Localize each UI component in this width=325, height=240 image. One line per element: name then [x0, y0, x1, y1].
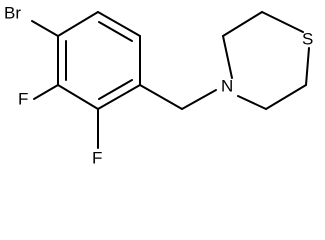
benzene-ring	[57, 11, 141, 110]
atom-label-f1: F	[18, 89, 28, 108]
atom-label-br: Br	[4, 3, 21, 22]
thiomorpholine-ring	[222, 11, 310, 110]
bond-c-f1	[33, 84, 59, 100]
bond-ch2-n	[181, 89, 217, 110]
double-bond-c2-c3-inner	[98, 21, 133, 42]
atom-label-f2: F	[92, 148, 102, 167]
bond-ring-ch2	[139, 84, 183, 110]
bond-n-ca	[222, 35, 233, 79]
structure-diagram: Br F F N S	[4, 3, 313, 167]
bond-c1-c2	[57, 11, 99, 37]
atom-label-s: S	[302, 29, 313, 48]
atom-label-n: N	[221, 76, 233, 95]
bond-cc-cd	[265, 84, 307, 110]
bond-cb-s	[261, 11, 304, 33]
bond-c2-c3	[97, 11, 141, 37]
bond-s-cc	[305, 47, 310, 86]
molecule-canvas: Br F F N S	[4, 3, 313, 167]
bond-c5-c6	[57, 84, 99, 110]
bond-c4-c5	[97, 84, 141, 110]
bond-ca-cb	[222, 11, 263, 37]
bond-cd-n	[237, 95, 267, 110]
double-bond-c4-c5-inner	[98, 79, 133, 100]
bond-c-br	[31, 20, 59, 37]
